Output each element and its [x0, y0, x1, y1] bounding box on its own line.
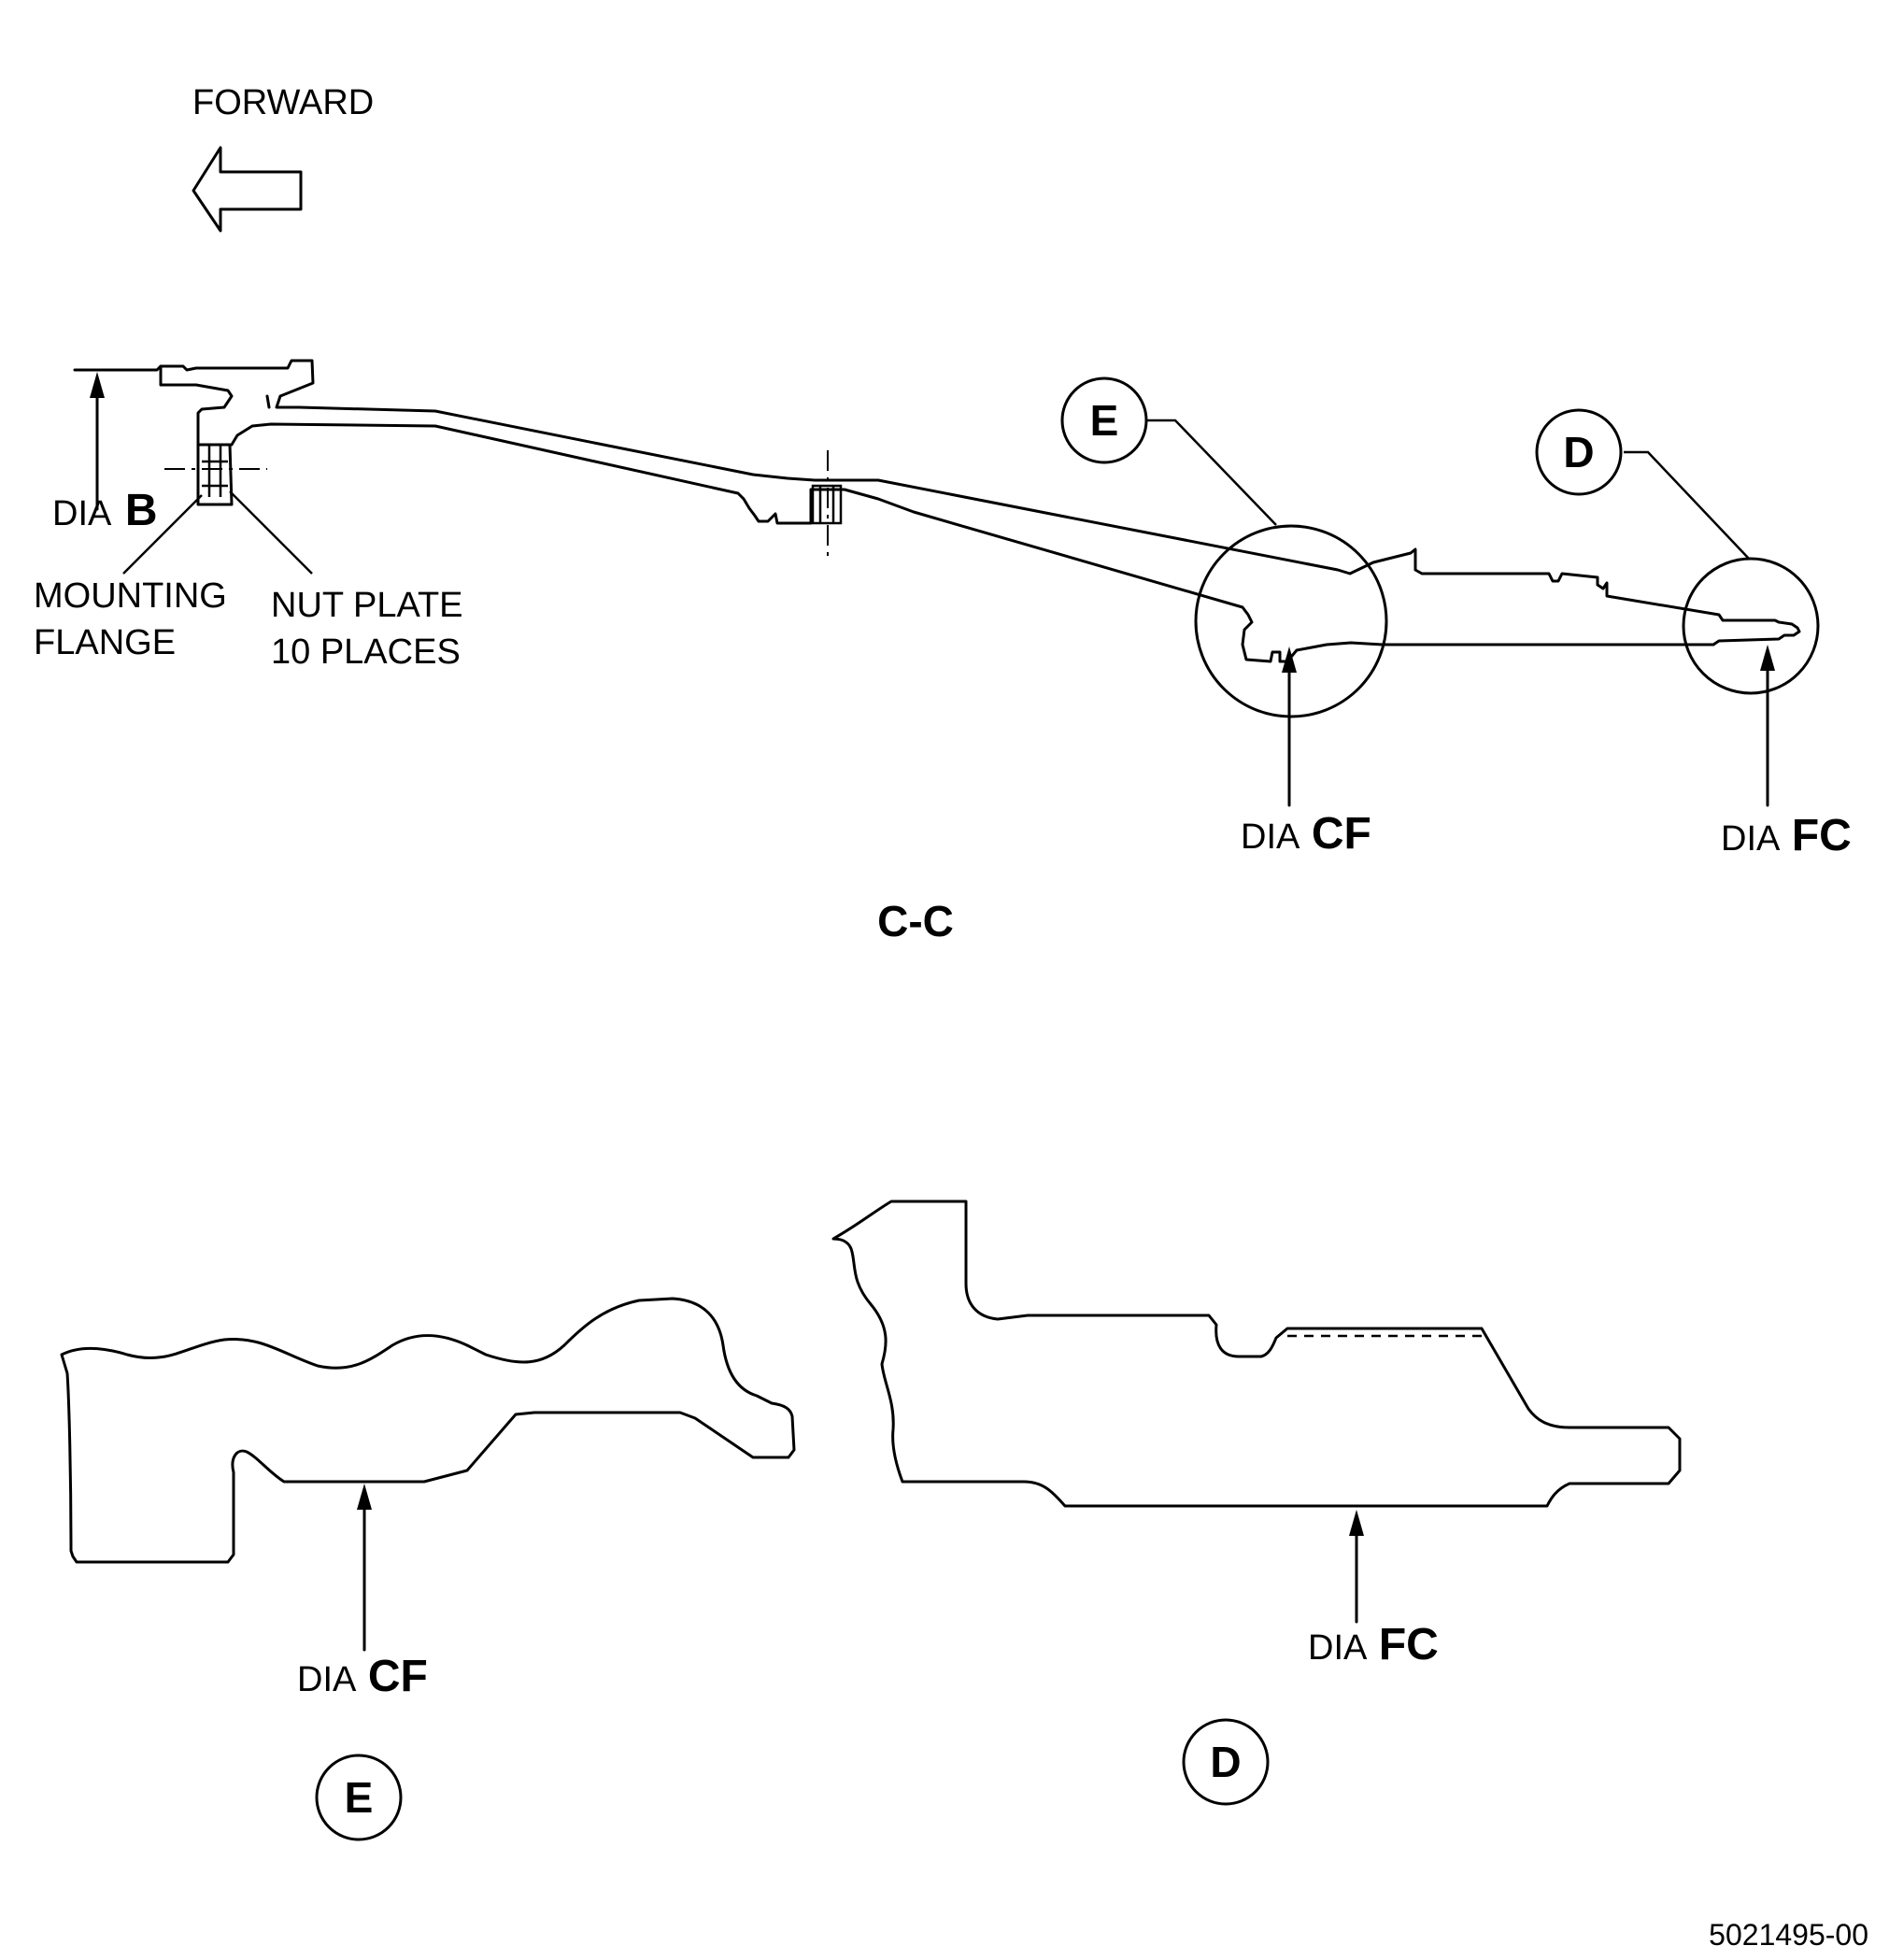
section-label: C-C [877, 897, 954, 945]
callout-bubble-e [1060, 376, 1148, 464]
dia-fc-detail-arrowhead [1349, 1510, 1364, 1536]
drawing-number: 5021495-00 [1709, 1918, 1868, 1952]
forward-label: FORWARD [192, 83, 374, 122]
dia-fc-label: DIA FC [1721, 811, 1852, 860]
nut-plate-leader [229, 490, 313, 575]
dia-cf-detail-arrowhead [357, 1484, 372, 1510]
dia-b-label: DIA B [52, 486, 157, 535]
nut-plate-label-2: 10 PLACES [271, 632, 461, 672]
detail-e-bubble [315, 1754, 403, 1841]
dia-fc-detail-label: DIA FC [1308, 1620, 1439, 1669]
detail-d-title: D [1210, 1738, 1241, 1786]
dia-cf-detail-label: DIA CF [297, 1652, 428, 1701]
dia-cf-arrowhead [1282, 646, 1297, 673]
callout-d-label: D [1563, 428, 1594, 476]
mounting-flange-label-1: MOUNTING [34, 576, 227, 616]
detail-circle-e [1194, 524, 1388, 718]
forward-arrow-icon [192, 146, 303, 233]
detail-e-title: E [345, 1773, 374, 1822]
callout-bubble-d [1535, 408, 1623, 496]
mounting-flange-label-2: FLANGE [34, 623, 176, 662]
dia-b-arrowhead [90, 372, 105, 398]
callout-e-label: E [1090, 396, 1119, 445]
nut-plate-label-1: NUT PLATE [271, 586, 463, 625]
callout-e-leader [1147, 419, 1277, 526]
dia-cf-label: DIA CF [1241, 809, 1371, 859]
mounting-flange-leader [122, 494, 203, 575]
detail-d-profile [831, 1200, 1682, 1508]
callout-d-leader [1624, 450, 1750, 560]
detail-d-bubble [1182, 1718, 1270, 1806]
detail-circle-d [1682, 557, 1820, 695]
detail-e-profile [60, 1297, 796, 1564]
dia-fc-arrowhead [1760, 645, 1775, 671]
